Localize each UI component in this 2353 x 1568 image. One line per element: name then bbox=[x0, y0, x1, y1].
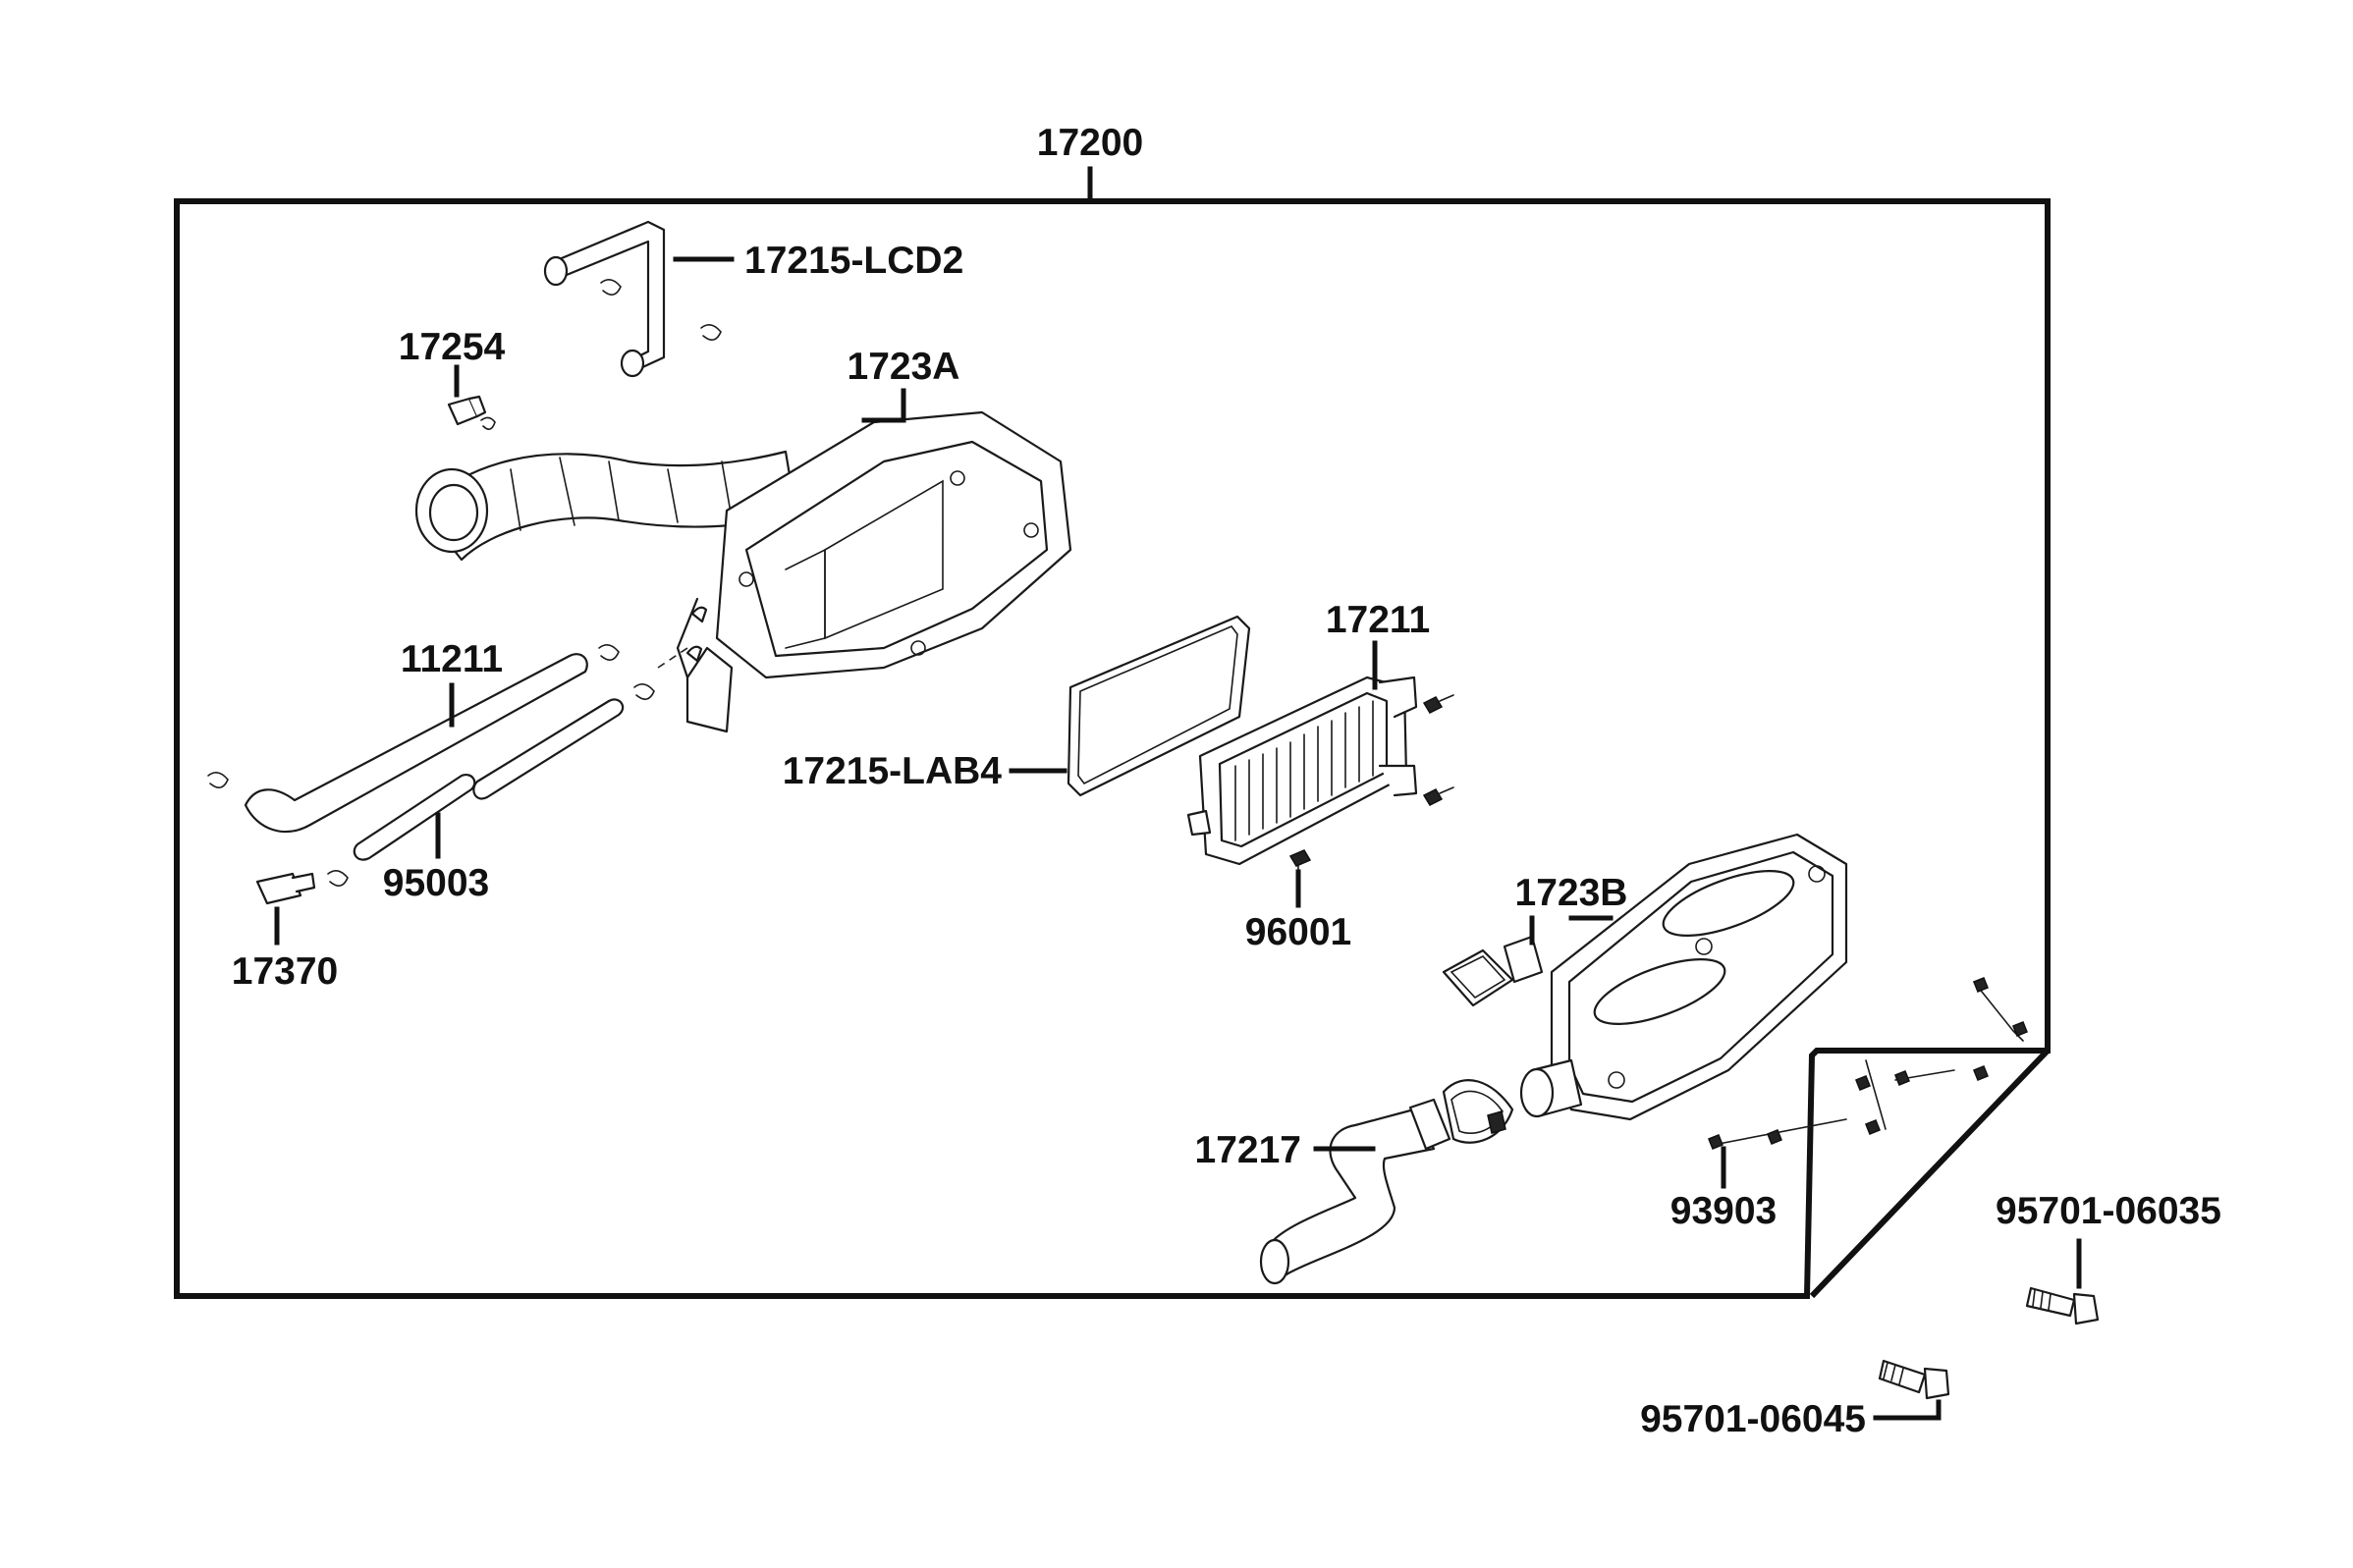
callout-17215-LCD2: 17215-LCD2 bbox=[744, 240, 963, 282]
duct-icon bbox=[1442, 935, 1544, 1007]
plug-icon bbox=[447, 395, 496, 430]
screw-icon bbox=[1288, 849, 1312, 881]
screw-icon bbox=[1422, 694, 1454, 806]
bent-tube-icon bbox=[543, 220, 722, 378]
callout-95003: 95003 bbox=[383, 862, 489, 904]
cover-icon bbox=[1519, 833, 1848, 1121]
callout-17370: 17370 bbox=[232, 950, 338, 993]
callout-17211: 17211 bbox=[1326, 599, 1430, 641]
callout-1723A: 1723A bbox=[848, 346, 960, 388]
hose-icon bbox=[207, 644, 620, 834]
callout-1723B: 1723B bbox=[1515, 872, 1628, 914]
callout-17254: 17254 bbox=[399, 326, 506, 368]
callout-95701-06035: 95701-06035 bbox=[1996, 1190, 2221, 1232]
bolt-icon bbox=[255, 872, 316, 905]
hose-icon bbox=[327, 683, 655, 887]
bolt-icon bbox=[1878, 1359, 1950, 1400]
callout-11211: 11211 bbox=[401, 638, 503, 680]
gasket-icon bbox=[1067, 615, 1251, 797]
elbow-tube-icon bbox=[1259, 1079, 1514, 1285]
screw-icon bbox=[1708, 977, 2028, 1150]
assembly-frame bbox=[174, 198, 2051, 1299]
callout-17215-LAB4: 17215-LAB4 bbox=[783, 750, 1003, 792]
callout-96001: 96001 bbox=[1245, 911, 1351, 953]
callout-17200: 17200 bbox=[1037, 122, 1143, 164]
callout-17217: 17217 bbox=[1195, 1129, 1301, 1171]
callout-95701-06045: 95701-06045 bbox=[1640, 1398, 1866, 1440]
callout-93903: 93903 bbox=[1670, 1190, 1777, 1232]
bolt-icon bbox=[2025, 1286, 2100, 1325]
air-box-icon bbox=[414, 410, 1072, 733]
filter-element-icon bbox=[1186, 676, 1418, 866]
